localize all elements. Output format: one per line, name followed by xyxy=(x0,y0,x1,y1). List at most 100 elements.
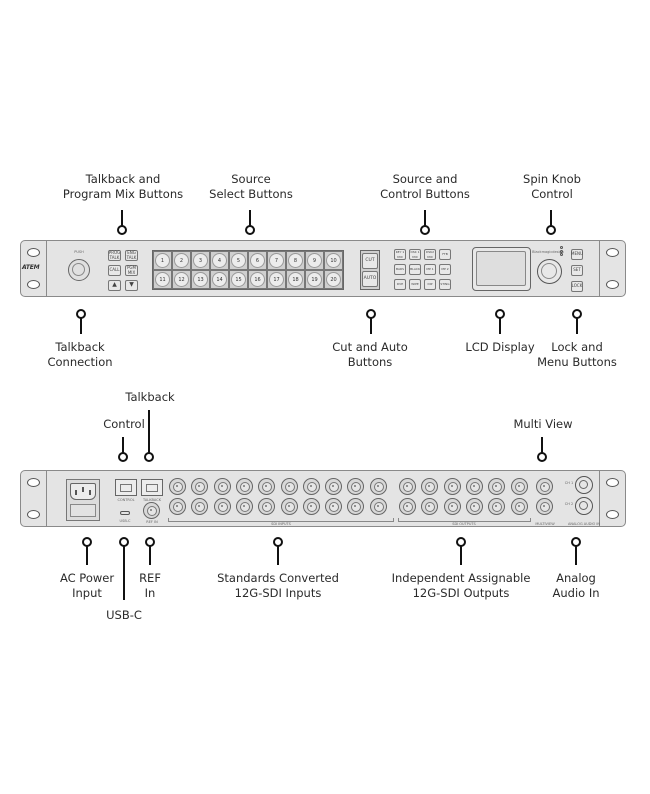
control-button-3[interactable]: DSK2 MIX xyxy=(424,249,436,260)
callout-dot xyxy=(117,225,127,235)
control-button-2[interactable]: DSK 1 MIX xyxy=(409,249,421,260)
sdi-output-bnc-5[interactable] xyxy=(488,478,506,495)
source-button-14[interactable]: 14 xyxy=(210,270,229,289)
sdi-input-bnc-20[interactable] xyxy=(369,498,387,515)
source-button-15[interactable]: 15 xyxy=(229,270,248,289)
sdi-input-bnc-3[interactable] xyxy=(213,478,231,495)
sdi-input-bnc-8[interactable] xyxy=(325,478,343,495)
brand-logo: ATEM xyxy=(22,264,40,271)
set-button[interactable]: SET xyxy=(571,265,583,276)
source-button-13[interactable]: 13 xyxy=(191,270,210,289)
sdi-input-bnc-6[interactable] xyxy=(280,478,298,495)
callout-leader-line xyxy=(550,210,552,227)
source-button-18[interactable]: 18 xyxy=(286,270,305,289)
source-button-8[interactable]: 8 xyxy=(286,251,305,270)
callout-leader-line xyxy=(149,546,151,565)
callout-leader-line xyxy=(123,546,125,600)
sdi-output-bnc-1[interactable] xyxy=(399,478,416,495)
sdi-output-bnc-9[interactable] xyxy=(443,498,461,515)
source-button-7[interactable]: 7 xyxy=(267,251,286,270)
sdi-input-bnc-12[interactable] xyxy=(191,498,209,515)
control-button-7[interactable]: MP 1 xyxy=(424,264,436,275)
lcd-screen xyxy=(476,251,526,286)
control-button-1[interactable]: KEY 1 MIX xyxy=(394,249,406,260)
eng-talk-button[interactable]: ENG TALK xyxy=(125,250,138,261)
prog-talk-button[interactable]: PROG TALK xyxy=(108,250,121,261)
multiview-bnc-2[interactable] xyxy=(536,498,553,515)
control-button-6[interactable]: BLACK xyxy=(409,264,421,275)
sdi-output-bnc-3[interactable] xyxy=(443,478,461,495)
multiview-label: MULTIVIEW xyxy=(535,522,555,526)
multiview-bnc-1[interactable] xyxy=(536,478,553,495)
control-button-4[interactable]: FTB xyxy=(439,249,451,260)
sdi-input-bnc-2[interactable] xyxy=(191,478,209,495)
sdi-output-bnc-6[interactable] xyxy=(510,478,528,495)
control-button-5[interactable]: BARS xyxy=(394,264,406,275)
audio-in-ch2-jack[interactable] xyxy=(575,497,593,515)
up-arrow-button[interactable]: ▲ xyxy=(108,280,121,291)
sdi-input-bnc-13[interactable] xyxy=(213,498,231,515)
sdi-output-bnc-10[interactable] xyxy=(465,498,483,515)
source-button-12[interactable]: 12 xyxy=(172,270,191,289)
sdi-input-bnc-14[interactable] xyxy=(235,498,253,515)
ac-power-input[interactable] xyxy=(66,479,100,521)
cut-button[interactable]: CUT xyxy=(362,253,378,269)
sdi-output-bnc-7[interactable] xyxy=(399,498,416,515)
mounting-hole xyxy=(27,510,40,519)
source-button-1[interactable]: 1 xyxy=(153,251,172,270)
control-button-8[interactable]: MP 2 xyxy=(439,264,451,275)
sdi-input-bnc-5[interactable] xyxy=(258,478,276,495)
source-button-19[interactable]: 19 xyxy=(305,270,324,289)
sdi-output-bnc-11[interactable] xyxy=(488,498,506,515)
sdi-input-bnc-10[interactable] xyxy=(369,478,387,495)
source-button-11[interactable]: 11 xyxy=(153,270,172,289)
control-button-11[interactable]: DIP xyxy=(424,279,436,290)
sdi-output-bnc-4[interactable] xyxy=(465,478,483,495)
control-ethernet-port[interactable] xyxy=(115,479,137,496)
source-button-6[interactable]: 6 xyxy=(248,251,267,270)
pgm-mix-button[interactable]: PGM MIX xyxy=(125,265,138,276)
sdi-input-bnc-4[interactable] xyxy=(235,478,253,495)
sdi-output-bnc-8[interactable] xyxy=(421,498,439,515)
callout-line: Control xyxy=(531,187,573,201)
sdi-input-bnc-1[interactable] xyxy=(169,478,186,495)
down-arrow-button[interactable]: ▼ xyxy=(125,280,138,291)
sdi-output-bnc-12[interactable] xyxy=(510,498,528,515)
menu-button[interactable]: MENU xyxy=(571,249,583,260)
spin-knob[interactable] xyxy=(537,259,562,284)
sdi-input-bnc-17[interactable] xyxy=(302,498,320,515)
control-button-10[interactable]: WIPE xyxy=(409,279,421,290)
source-button-20[interactable]: 20 xyxy=(324,270,343,289)
call-button[interactable]: CALL xyxy=(108,265,121,276)
lock-button[interactable]: LOCK xyxy=(571,281,583,292)
audio-in-ch1-jack[interactable] xyxy=(575,476,593,494)
source-button-5[interactable]: 5 xyxy=(229,251,248,270)
source-button-4[interactable]: 4 xyxy=(210,251,229,270)
sdi-input-bnc-16[interactable] xyxy=(280,498,298,515)
source-button-3[interactable]: 3 xyxy=(191,251,210,270)
sdi-input-bnc-9[interactable] xyxy=(347,478,365,495)
control-button-9[interactable]: DVE xyxy=(394,279,406,290)
talkback-ethernet-port[interactable] xyxy=(141,479,163,496)
source-button-10[interactable]: 10 xyxy=(324,251,343,270)
sdi-input-bnc-15[interactable] xyxy=(258,498,276,515)
sdi-input-bnc-18[interactable] xyxy=(325,498,343,515)
callout-line: Program Mix Buttons xyxy=(62,187,184,201)
ref-in-bnc[interactable] xyxy=(143,502,160,519)
sdi-input-bnc-7[interactable] xyxy=(302,478,320,495)
source-button-17[interactable]: 17 xyxy=(267,270,286,289)
control-button-12[interactable]: STING xyxy=(439,279,451,290)
sdi-input-bnc-19[interactable] xyxy=(347,498,365,515)
talkback-connector[interactable]: PUSH xyxy=(68,249,90,289)
callout-label: Analog Audio In xyxy=(552,571,599,601)
source-button-2[interactable]: 2 xyxy=(172,251,191,270)
source-button-16[interactable]: 16 xyxy=(248,270,267,289)
usb-c-port[interactable] xyxy=(120,511,130,515)
sdi-input-bnc-11[interactable] xyxy=(169,498,186,515)
sdi-output-bnc-2[interactable] xyxy=(421,478,439,495)
auto-button[interactable]: AUTO xyxy=(362,271,378,287)
source-button-label: 14 xyxy=(212,272,227,287)
source-button-9[interactable]: 9 xyxy=(305,251,324,270)
callout-dot xyxy=(245,225,255,235)
source-button-label: 3 xyxy=(193,253,208,268)
